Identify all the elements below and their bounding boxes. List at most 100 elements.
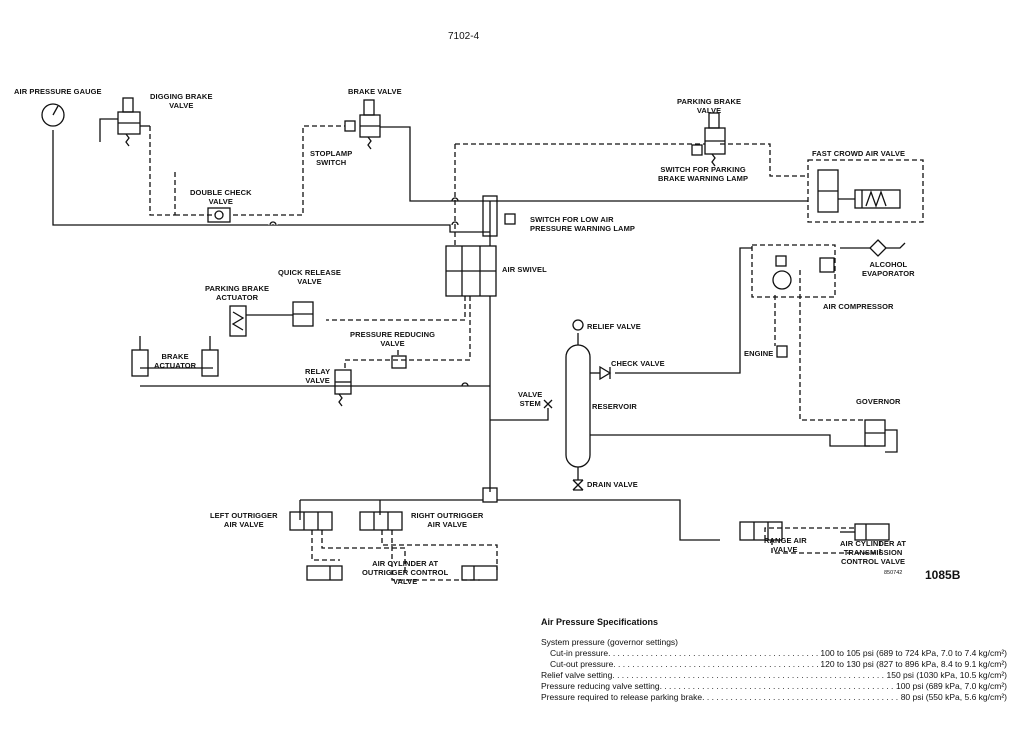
air-compressor-symbol [772, 270, 792, 290]
label-alcohol-evaporator: ALCOHOL EVAPORATOR [862, 260, 915, 278]
brake-actuator-right [201, 349, 219, 377]
swivel-to-relay [344, 296, 471, 370]
label-air-cylinder-outrigger: AIR CYLINDER AT OUTRIGGER CONTROL VALVE [362, 559, 449, 586]
spec-row: Pressure required to release parking bra… [541, 692, 1007, 703]
label-parking-brake-actuator: PARKING BRAKE ACTUATOR [205, 284, 270, 302]
drain-valve-symbol [572, 479, 584, 491]
digging-brake-valve-symbol [117, 97, 150, 147]
transmission-cylinder-symbol [854, 523, 890, 541]
crossover-2 [451, 197, 459, 202]
spec-value: 100 psi (689 kPa, 7.0 kg/cm²) [895, 681, 1007, 691]
air-swivel-symbol [445, 245, 497, 297]
label-parking-brake-valve: PARKING BRAKE VALVE [677, 97, 742, 115]
parking-brake-valve-symbol [691, 112, 726, 167]
label-relay-valve: RELAY VALVE [305, 367, 331, 385]
spec-value: 150 psi (1030 kPa, 10.5 kg/cm²) [886, 670, 1007, 680]
right-outrigger-cylinder [381, 530, 498, 581]
spec-label: Pressure required to release parking bra… [541, 692, 703, 702]
relief-valve-symbol [572, 319, 584, 331]
label-air-swivel: AIR SWIVEL [502, 265, 547, 274]
outrigger-cylinder-right [461, 565, 498, 581]
gauge-supply-line [52, 130, 490, 233]
brake-valve-symbol [344, 99, 381, 150]
low-air-switch-symbol [504, 213, 516, 225]
label-quick-release-valve: QUICK RELEASE VALVE [278, 268, 341, 286]
outrigger-cylinder-left [306, 565, 343, 581]
label-digging-brake-valve: DIGGING BRAKE VALVE [150, 92, 213, 110]
specs-header: System pressure (governor settings) [541, 637, 678, 647]
range-cylinder [764, 527, 881, 554]
evaporator-inlet [886, 242, 906, 249]
digging-brake-supply-line [99, 118, 118, 142]
parking-brake-actuator-symbol [229, 305, 247, 337]
crossover-1-arch [269, 221, 277, 226]
spec-value: 80 psi (550 kPa, 5.6 kg/cm²) [900, 692, 1007, 702]
label-switch-low-air: SWITCH FOR LOW AIR PRESSURE WARNING LAMP [530, 215, 636, 233]
double-check-valve-symbol [207, 207, 231, 223]
brake-valve-supply-line [380, 126, 808, 202]
specs-title: Air Pressure Specifications [541, 617, 659, 627]
swivel-to-quick-release [326, 296, 466, 321]
alcohol-evaporator-symbol [869, 239, 887, 257]
label-range-air-valve: RANGE AIR VALVE [764, 536, 807, 554]
label-governor: GOVERNOR [856, 397, 901, 406]
check-valve-to-compressor [615, 247, 752, 374]
crossover-3 [451, 221, 459, 226]
engine-symbol [776, 345, 788, 358]
reservoir-to-trunk [490, 408, 549, 421]
spec-row: Relief valve setting 150 psi (1030 kPa, 1… [541, 670, 1007, 681]
fast-crowd-enclosure [807, 159, 924, 223]
page-number: 7102-4 [448, 31, 480, 42]
figure-id: 1085B [925, 568, 961, 582]
spec-label: Pressure reducing valve setting [541, 681, 660, 691]
label-air-compressor: AIR COMPRESSOR [823, 302, 894, 311]
spec-row: Pressure reducing valve setting 100 psi (… [541, 681, 1007, 692]
label-air-cylinder-transmission: AIR CYLINDER AT TRANSMISSION CONTROL VAL… [840, 539, 907, 566]
parking-brake-control [454, 143, 808, 246]
spec-value: 100 to 105 psi (689 to 724 kPa, 7.0 to 7… [820, 648, 1007, 658]
spec-row: Cut-out pressure 120 to 130 psi (827 to 8… [541, 659, 1007, 670]
label-brake-valve: BRAKE VALVE [348, 87, 402, 96]
valve-stem-symbol [543, 399, 553, 409]
label-right-outrigger-air-valve: RIGHT OUTRIGGER AIR VALVE [411, 511, 484, 529]
right-outrigger-valve-symbol [359, 511, 403, 531]
spec-row: Cut-in pressure 100 to 105 psi (689 to 72… [541, 648, 1007, 659]
label-left-outrigger-air-valve: LEFT OUTRIGGER AIR VALVE [210, 511, 278, 529]
label-engine: ENGINE [744, 349, 774, 358]
label-valve-stem: VALVE STEM [518, 390, 543, 408]
label-brake-actuator: BRAKE ACTUATOR [154, 352, 197, 370]
left-outrigger-cylinder [311, 530, 406, 572]
spec-label: Relief valve setting [541, 670, 613, 680]
pressure-reducing-valve-symbol [391, 355, 407, 369]
brake-actuator-left [131, 349, 149, 377]
spec-label: Cut-out pressure [550, 659, 614, 669]
label-fast-crowd-air-valve: FAST CROWD AIR VALVE [812, 149, 906, 158]
brake-valve-to-double-check [233, 125, 345, 216]
spec-value: 120 to 130 psi (827 to 896 kPa, 8.4 to 9… [820, 659, 1007, 669]
label-drain-valve: DRAIN VALVE [587, 480, 638, 489]
governor-exhaust [885, 429, 898, 453]
crossover-4 [461, 382, 469, 387]
air-pressure-gauge [41, 103, 65, 127]
figure-code: 850742 [884, 570, 903, 576]
label-double-check-valve: DOUBLE CHECK VALVE [190, 188, 252, 206]
specs-header-row: System pressure (governor settings) [541, 637, 1007, 648]
bottom-junction-block [482, 487, 498, 503]
label-air-pressure-gauge: AIR PRESSURE GAUGE [14, 87, 102, 96]
digging-to-double-check [149, 126, 212, 216]
compressor-enclosure [751, 244, 836, 298]
label-relief-valve: RELIEF VALVE [587, 322, 641, 331]
governor-control [799, 270, 865, 421]
label-check-valve: CHECK VALVE [611, 359, 665, 368]
spec-label: Cut-in pressure [550, 648, 609, 658]
label-pressure-reducing-valve: PRESSURE REDUCING VALVE [350, 330, 436, 348]
top-junction-block [482, 195, 498, 237]
fast-crowd-valve-symbol [817, 169, 901, 213]
label-reservoir: RESERVOIR [592, 402, 637, 411]
label-stoplamp-switch: STOPLAMP SWITCH [310, 149, 353, 167]
range-supply-line [497, 499, 720, 541]
check-valve-symbol [599, 365, 612, 381]
reservoir-tank [565, 344, 591, 468]
reservoir-governor-line [590, 434, 870, 447]
